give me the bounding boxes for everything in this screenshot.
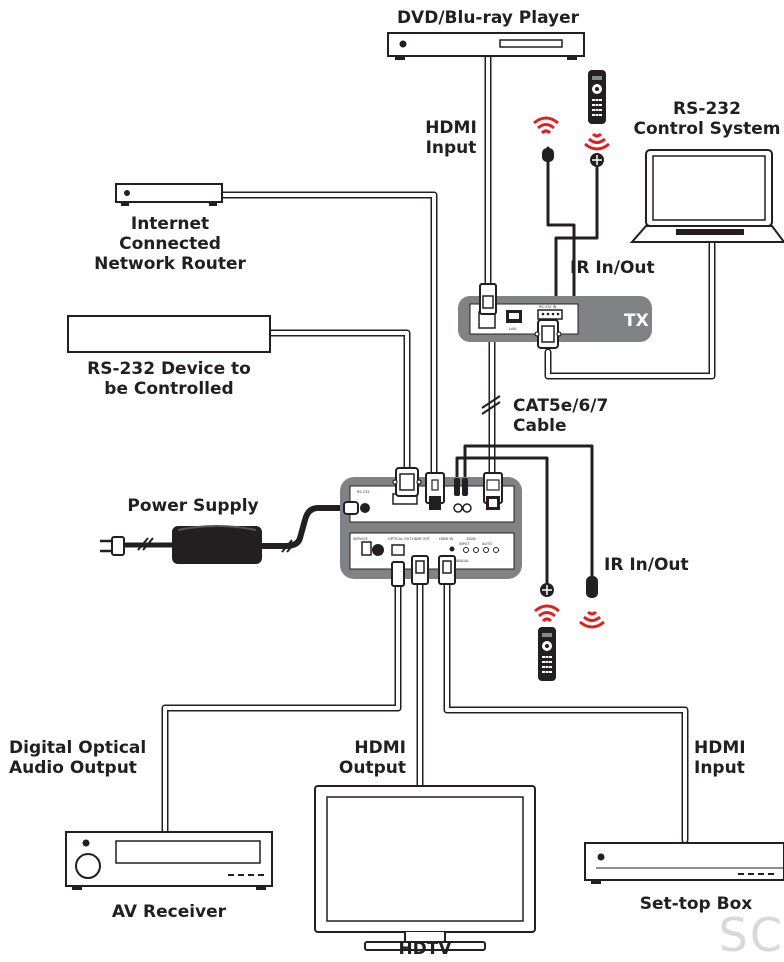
rx-ir-plugs xyxy=(454,478,468,496)
rx-manual-text: MANUAL xyxy=(454,559,469,563)
rx-unit: RS-232 SERVICE OPTICAL OUT HDMI OUT HDMI… xyxy=(340,477,522,579)
remote-control-top-icon xyxy=(588,70,606,124)
hdmi-input-top-label: HDMI Input xyxy=(425,118,477,158)
dvd-player-label: DVD/Blu-ray Player xyxy=(396,8,580,28)
tx-rs232-text: RS-232 IN xyxy=(539,305,557,309)
rs232-device-box xyxy=(67,315,271,353)
hdtv-device xyxy=(314,785,536,951)
tx-label: TX xyxy=(624,311,649,331)
power-supply-label: Power Supply xyxy=(127,496,259,516)
cat-cable-label: CAT5e/6/7 Cable xyxy=(513,396,609,436)
ir-signal-wave-bottom-left xyxy=(533,604,561,623)
rx-db9-plug xyxy=(392,467,422,497)
watermark: SC xyxy=(718,908,784,962)
tx-lan-text: LAN xyxy=(509,327,516,331)
power-plug-prongs xyxy=(100,536,125,556)
ir-signal-wave-bottom-right xyxy=(578,610,606,629)
ir-in-out-top-label: IR In/Out xyxy=(570,258,655,278)
rx-hdmi-in-plug xyxy=(438,555,456,585)
rx-hdmi-out-text: HDMI OUT xyxy=(412,537,431,541)
av-receiver-label: AV Receiver xyxy=(111,902,227,922)
rs232-device-label: RS-232 Device to be Controlled xyxy=(87,359,251,399)
rx-optical-text: OPTICAL OUT xyxy=(388,537,412,541)
ir-emitter-bottom xyxy=(586,576,598,598)
rx-hdmi-in-text: HDMI IN xyxy=(439,537,454,541)
set-top-box-label: Set-top Box xyxy=(639,894,753,914)
ir-receiver-top xyxy=(590,153,604,167)
ir-signal-wave-top-left xyxy=(532,116,560,135)
network-router-label: Internet Connected Network Router xyxy=(94,214,246,274)
rx-power-plug xyxy=(343,501,359,515)
tx-hdmi-plug xyxy=(479,283,497,315)
digital-optical-audio-output-label: Digital Optical Audio Output xyxy=(9,738,147,778)
ir-signal-wave-top-right xyxy=(583,132,611,151)
power-supply-brick xyxy=(172,525,262,564)
dvd-player-device xyxy=(387,32,585,60)
rx-optical-plug xyxy=(391,561,405,587)
tx-db9-plug xyxy=(534,319,562,349)
rx-rs232-text: RS-232 xyxy=(357,490,370,494)
av-receiver-device xyxy=(65,831,273,890)
ir-in-out-bottom-label: IR In/Out xyxy=(604,555,689,575)
hdmi-input-right-label: HDMI Input xyxy=(694,738,746,778)
ir-emitter-top xyxy=(542,148,554,162)
rx-lan-plug xyxy=(425,472,445,510)
ir-receiver-bottom xyxy=(540,583,554,597)
rx-hdmi-out-plug xyxy=(411,555,429,585)
cable-break-marks xyxy=(137,395,501,553)
hdtv-label: HDTV xyxy=(398,939,452,959)
rx-input-text: INPUT xyxy=(459,542,470,546)
cables xyxy=(117,54,716,844)
rx-service-text: SERVICE xyxy=(353,537,368,541)
network-router-device xyxy=(115,183,223,206)
rs232-control-system-label: RS-232 Control System xyxy=(633,99,781,139)
rx-hdbaset-plug xyxy=(483,472,503,510)
laptop-icon xyxy=(629,149,784,243)
hdmi-output-label: HDMI Output xyxy=(338,738,406,778)
remote-control-bottom-icon xyxy=(538,627,556,681)
rx-auto-text: AUTO xyxy=(482,542,492,546)
rx-edid-text: EDID xyxy=(467,537,476,541)
set-top-box-device xyxy=(584,842,784,884)
